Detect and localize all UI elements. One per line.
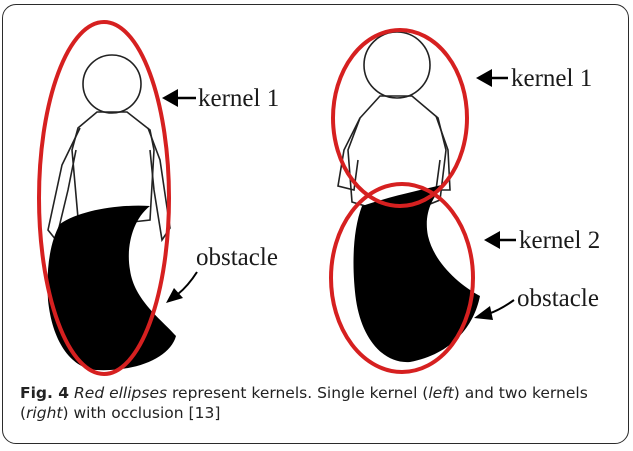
left-figure: kernel 1 obstacle [39,22,279,374]
figure-caption: Fig. 4 Red ellipses represent kernels. S… [20,383,610,423]
right-kernel1-label: kernel 1 [511,65,592,92]
caption-italic-right: right [26,404,62,422]
caption-italic-red-ellipses: Red ellipses [74,384,167,402]
left-kernel1-label: kernel 1 [198,85,279,112]
left-obstacle-arrow [166,272,197,303]
left-obstacle-label: obstacle [196,244,278,271]
right-figure: kernel 1 kernel 2 obstacle [331,30,600,372]
caption-text-3: ) with occlusion [13] [62,404,220,422]
right-obstacle-label: obstacle [517,285,599,312]
right-kernel1-ellipse [333,30,467,206]
right-obstacle [354,184,480,362]
caption-italic-left: left [428,384,453,402]
figure-number: Fig. 4 [20,384,69,402]
caption-text-1: represent kernels. Single kernel ( [167,384,428,402]
right-kernel2-arrow [484,231,516,249]
right-kernel2-label: kernel 2 [519,227,600,254]
left-kernel-arrow [162,89,196,107]
right-kernel1-arrow [476,69,508,87]
right-obstacle-arrow [474,300,514,320]
